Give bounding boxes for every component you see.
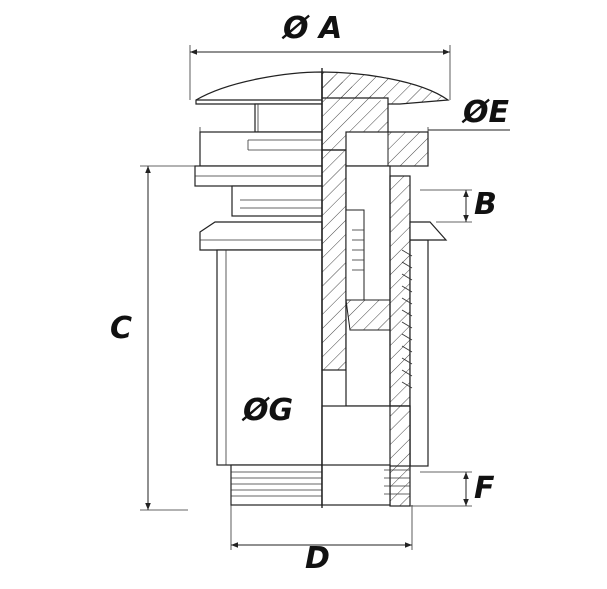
label-f: F <box>474 471 495 506</box>
dimension-a <box>189 45 451 100</box>
spring-coils <box>352 229 364 271</box>
label-diameter-e: ØE <box>463 95 509 130</box>
dimension-f <box>410 471 472 507</box>
dimension-c <box>140 165 205 511</box>
exterior-view <box>194 71 323 506</box>
label-b: B <box>474 187 497 222</box>
label-d: D <box>305 541 330 576</box>
dimension-d <box>230 505 413 550</box>
label-diameter-a: Ø A <box>283 11 343 46</box>
label-c: C <box>110 311 133 346</box>
section-view <box>321 71 450 507</box>
label-diameter-g: ØG <box>243 393 294 428</box>
thread-lines-left <box>231 471 322 497</box>
thread-lines-bottom-right <box>384 469 410 495</box>
thread-lines-right <box>401 249 413 389</box>
dimension-b <box>420 189 472 223</box>
